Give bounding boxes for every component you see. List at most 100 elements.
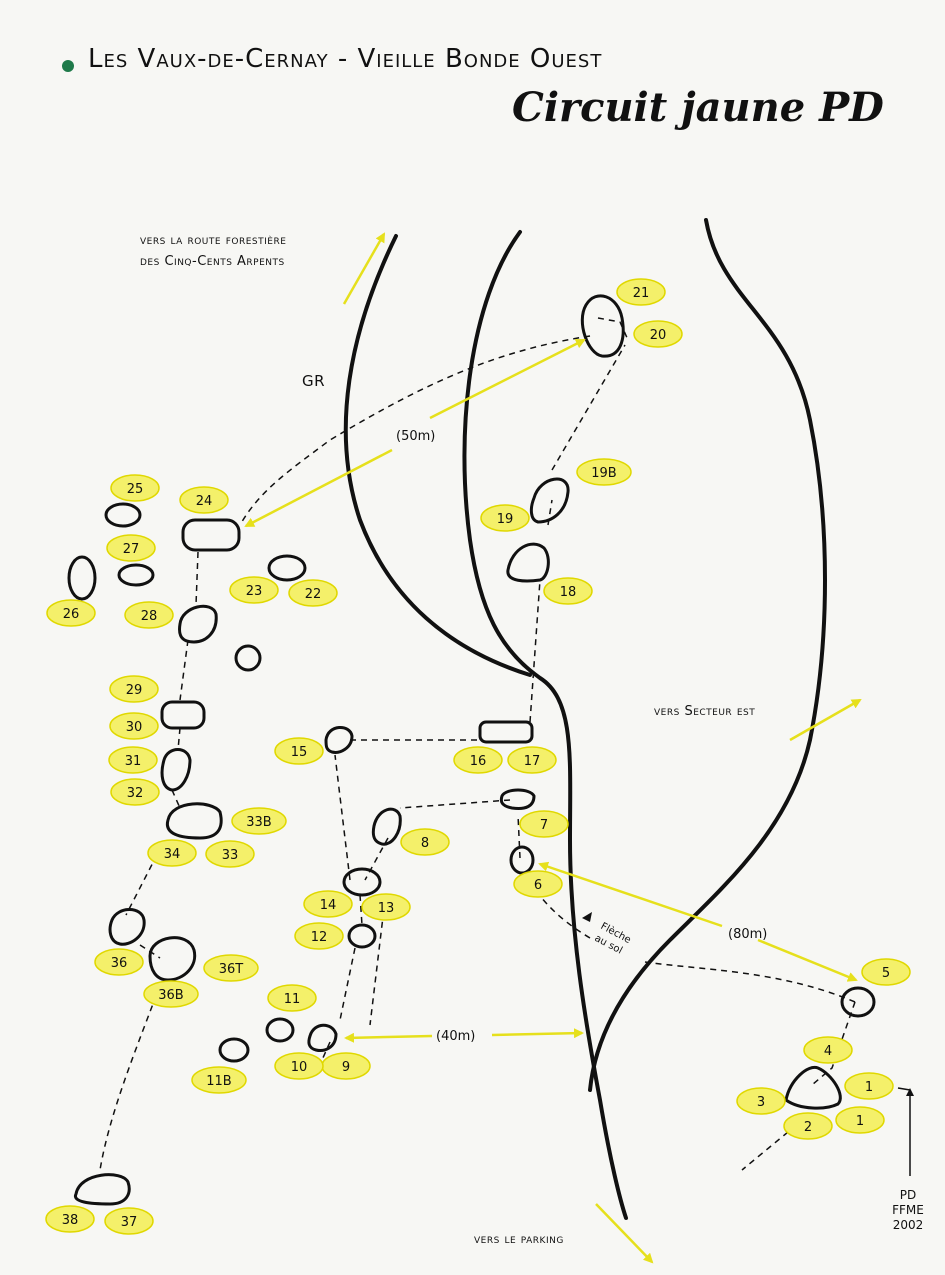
problem-marker-19b [576,458,632,486]
problem-marker-10 [274,1052,324,1080]
credit-block: PD FFME 2002 [876,1188,940,1233]
problem-marker-29 [109,675,159,703]
problem-marker-1 [835,1106,885,1134]
problem-marker-16 [453,746,503,774]
boulder-6 [509,845,535,875]
problem-label-11: 11 [284,992,301,1007]
boulder-7 [499,788,536,810]
boulder-13-14 [342,867,382,897]
boulder-12 [347,923,377,949]
boulder-16-17 [478,720,534,744]
problem-label-8: 8 [421,836,429,851]
arrow-80m-up [538,861,723,928]
problem-label-20: 20 [650,328,667,343]
problem-label-38: 38 [62,1213,79,1228]
problem-marker-38 [45,1205,95,1233]
problem-marker-15 [274,737,324,765]
problem-label-13: 13 [378,901,395,916]
circuit-path-n [529,579,541,723]
boulder-11 [265,1017,295,1043]
circuit-path-u [177,727,181,751]
circuit-path-k [321,1041,331,1061]
problem-marker-2 [783,1112,833,1140]
boulder-37-38 [73,1173,131,1206]
problem-label-10: 10 [291,1060,308,1075]
boulder-unnamed [234,644,262,672]
boulder-29-30 [160,700,206,730]
problem-marker-23 [229,576,279,604]
problem-marker-31 [108,746,158,774]
problem-marker-13 [361,893,411,921]
problem-marker-18 [543,577,593,605]
problem-label-22: 22 [305,587,322,602]
circuit-path-p [551,344,626,471]
circuit-path-s [195,551,199,606]
boulder-28 [178,604,218,644]
boulder-5 [840,986,876,1018]
problem-marker-26 [46,599,96,627]
boulder-27 [117,563,155,587]
parking-note: vers le parking [474,1232,564,1247]
circuit-path-a [811,1001,856,1086]
problem-label-6: 6 [534,878,542,893]
problem-marker-1 [844,1072,894,1100]
problem-marker-33 [205,840,255,868]
problem-marker-8 [400,828,450,856]
boulder-8 [371,807,402,846]
problem-label-36: 36 [111,956,128,971]
problem-label-31: 31 [125,754,142,769]
boulder-26 [67,555,97,601]
problem-label-17: 17 [524,754,541,769]
route-note-line1: vers la route forestière [140,233,287,248]
problem-marker-30 [109,712,159,740]
problem-marker-5 [861,958,911,986]
boulder-24 [181,518,241,552]
problem-marker-6 [513,870,563,898]
problem-label-33: 33 [222,848,239,863]
arrow-80m-down [757,938,858,982]
circuit-path-l [334,754,351,881]
problem-label-9: 9 [342,1060,350,1075]
problem-label-14: 14 [320,898,337,913]
problem-marker-36t [203,954,259,982]
boulder-18-19 [506,542,550,583]
dist-80m: (80m) [728,927,767,942]
problem-marker-36b [143,980,199,1008]
area-title: Les Vaux-de-Cernay - Vieille Bonde Ouest [88,44,603,74]
problem-label-19b: 19B [591,466,616,481]
problem-label-2: 2 [804,1120,812,1135]
arrow-secteur-est [789,698,862,742]
problem-label-1: 1 [856,1114,864,1129]
problem-marker-37 [104,1207,154,1235]
problem-label-15: 15 [291,745,308,760]
boulder-1-2-3 [784,1065,842,1110]
circuit-path-t [179,639,189,701]
arrow-parking [595,1203,654,1264]
problem-label-28: 28 [141,609,158,624]
boulder-31-32 [160,748,192,792]
problem-marker-12 [294,922,344,950]
problem-marker-25 [110,474,160,502]
boulder-25 [104,502,142,528]
circuit-path-g [364,837,389,881]
arrow-50m-up [429,338,586,420]
boulder-33-34 [165,802,223,840]
problem-label-30: 30 [126,720,143,735]
problem-marker-27 [106,534,156,562]
circuit-path-i [339,947,356,1021]
problem-label-24: 24 [196,494,213,509]
boulder-20-21 [580,294,625,358]
problem-marker-36 [94,948,144,976]
circuit-path-v [171,789,181,809]
problem-label-25: 25 [127,482,144,497]
problem-marker-11 [267,984,317,1012]
problem-label-5: 5 [882,966,890,981]
circuit-path-f [399,799,511,809]
circuit-path-y [99,984,161,1171]
arrow-40m-left [344,1032,433,1043]
boulder-11b [218,1037,250,1063]
circuit-path-j [369,899,386,1026]
trail-right [588,218,827,1092]
